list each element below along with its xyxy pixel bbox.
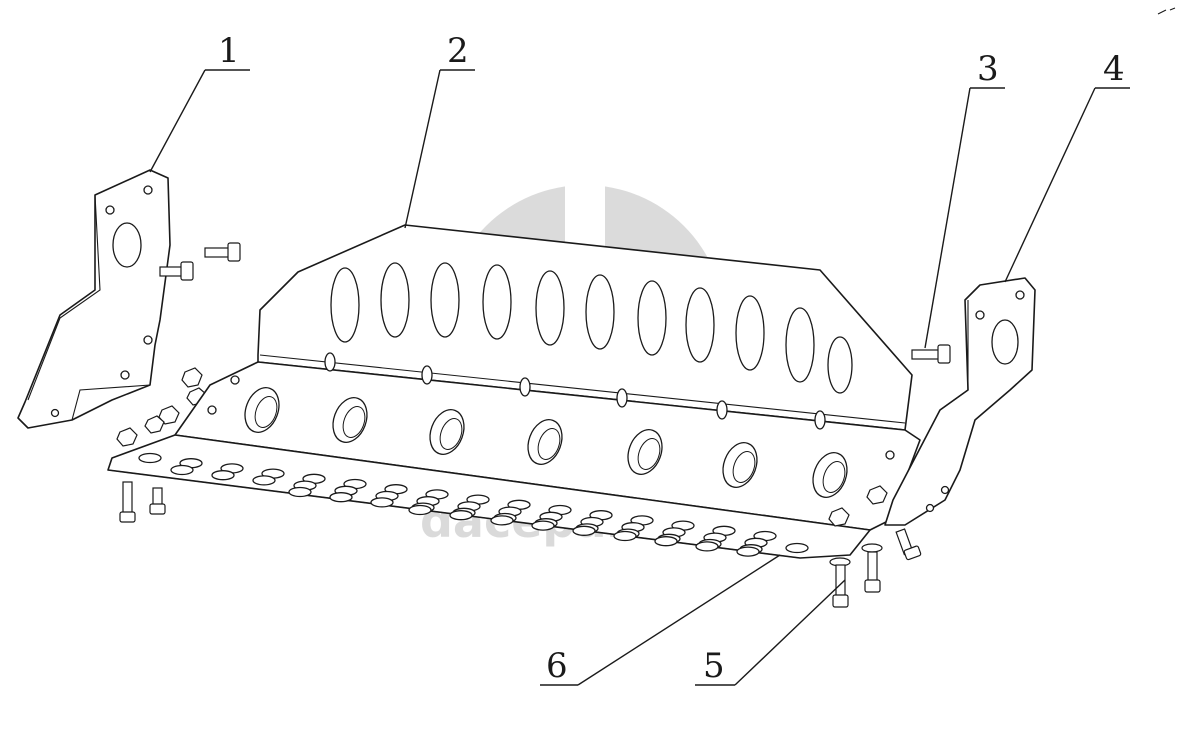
callout-3: 3 xyxy=(977,49,999,89)
nut-right-2 xyxy=(866,485,888,505)
upper-slots xyxy=(330,262,853,394)
mid-slots xyxy=(244,387,848,498)
bend-tabs xyxy=(324,352,826,430)
corner-mark xyxy=(1157,7,1176,15)
perforation-hole xyxy=(211,470,235,481)
perforation-hole xyxy=(138,452,162,464)
bolt-left-upper xyxy=(204,242,241,262)
perforation-hole xyxy=(785,542,809,554)
callout-5: 5 xyxy=(703,646,725,686)
perforation-hole xyxy=(170,464,194,476)
callout-leaders xyxy=(149,69,1130,686)
perforation-hole xyxy=(695,541,719,552)
perforation-hole xyxy=(613,530,637,542)
perforation-hole xyxy=(531,520,555,531)
perforation-hole xyxy=(654,536,678,547)
main-skid-plate xyxy=(107,224,921,559)
bottom-bolts-right xyxy=(829,528,922,608)
left-bracket xyxy=(17,169,171,429)
callout-2: 2 xyxy=(447,31,469,71)
callout-labels: 1 2 3 4 5 6 xyxy=(218,31,1125,686)
perforation-hole xyxy=(252,475,276,486)
bolt-right xyxy=(911,344,951,364)
bottom-bolts-left xyxy=(119,481,166,523)
right-bracket xyxy=(884,277,1036,526)
perforation-hole xyxy=(449,510,473,521)
callout-1: 1 xyxy=(218,31,240,71)
callout-6: 6 xyxy=(546,646,568,686)
perforation-hole xyxy=(370,497,394,508)
perforation-hole xyxy=(736,546,760,557)
perforation-hole xyxy=(408,504,432,516)
perforation-hole xyxy=(288,486,312,498)
perforation-hole xyxy=(329,492,353,503)
callout-4: 4 xyxy=(1103,49,1125,89)
perforation-hole xyxy=(572,525,596,536)
nut-right xyxy=(828,507,850,527)
bottom-perforations xyxy=(138,452,809,557)
bolt-left-mid xyxy=(159,261,194,281)
perforation-hole xyxy=(490,515,514,526)
